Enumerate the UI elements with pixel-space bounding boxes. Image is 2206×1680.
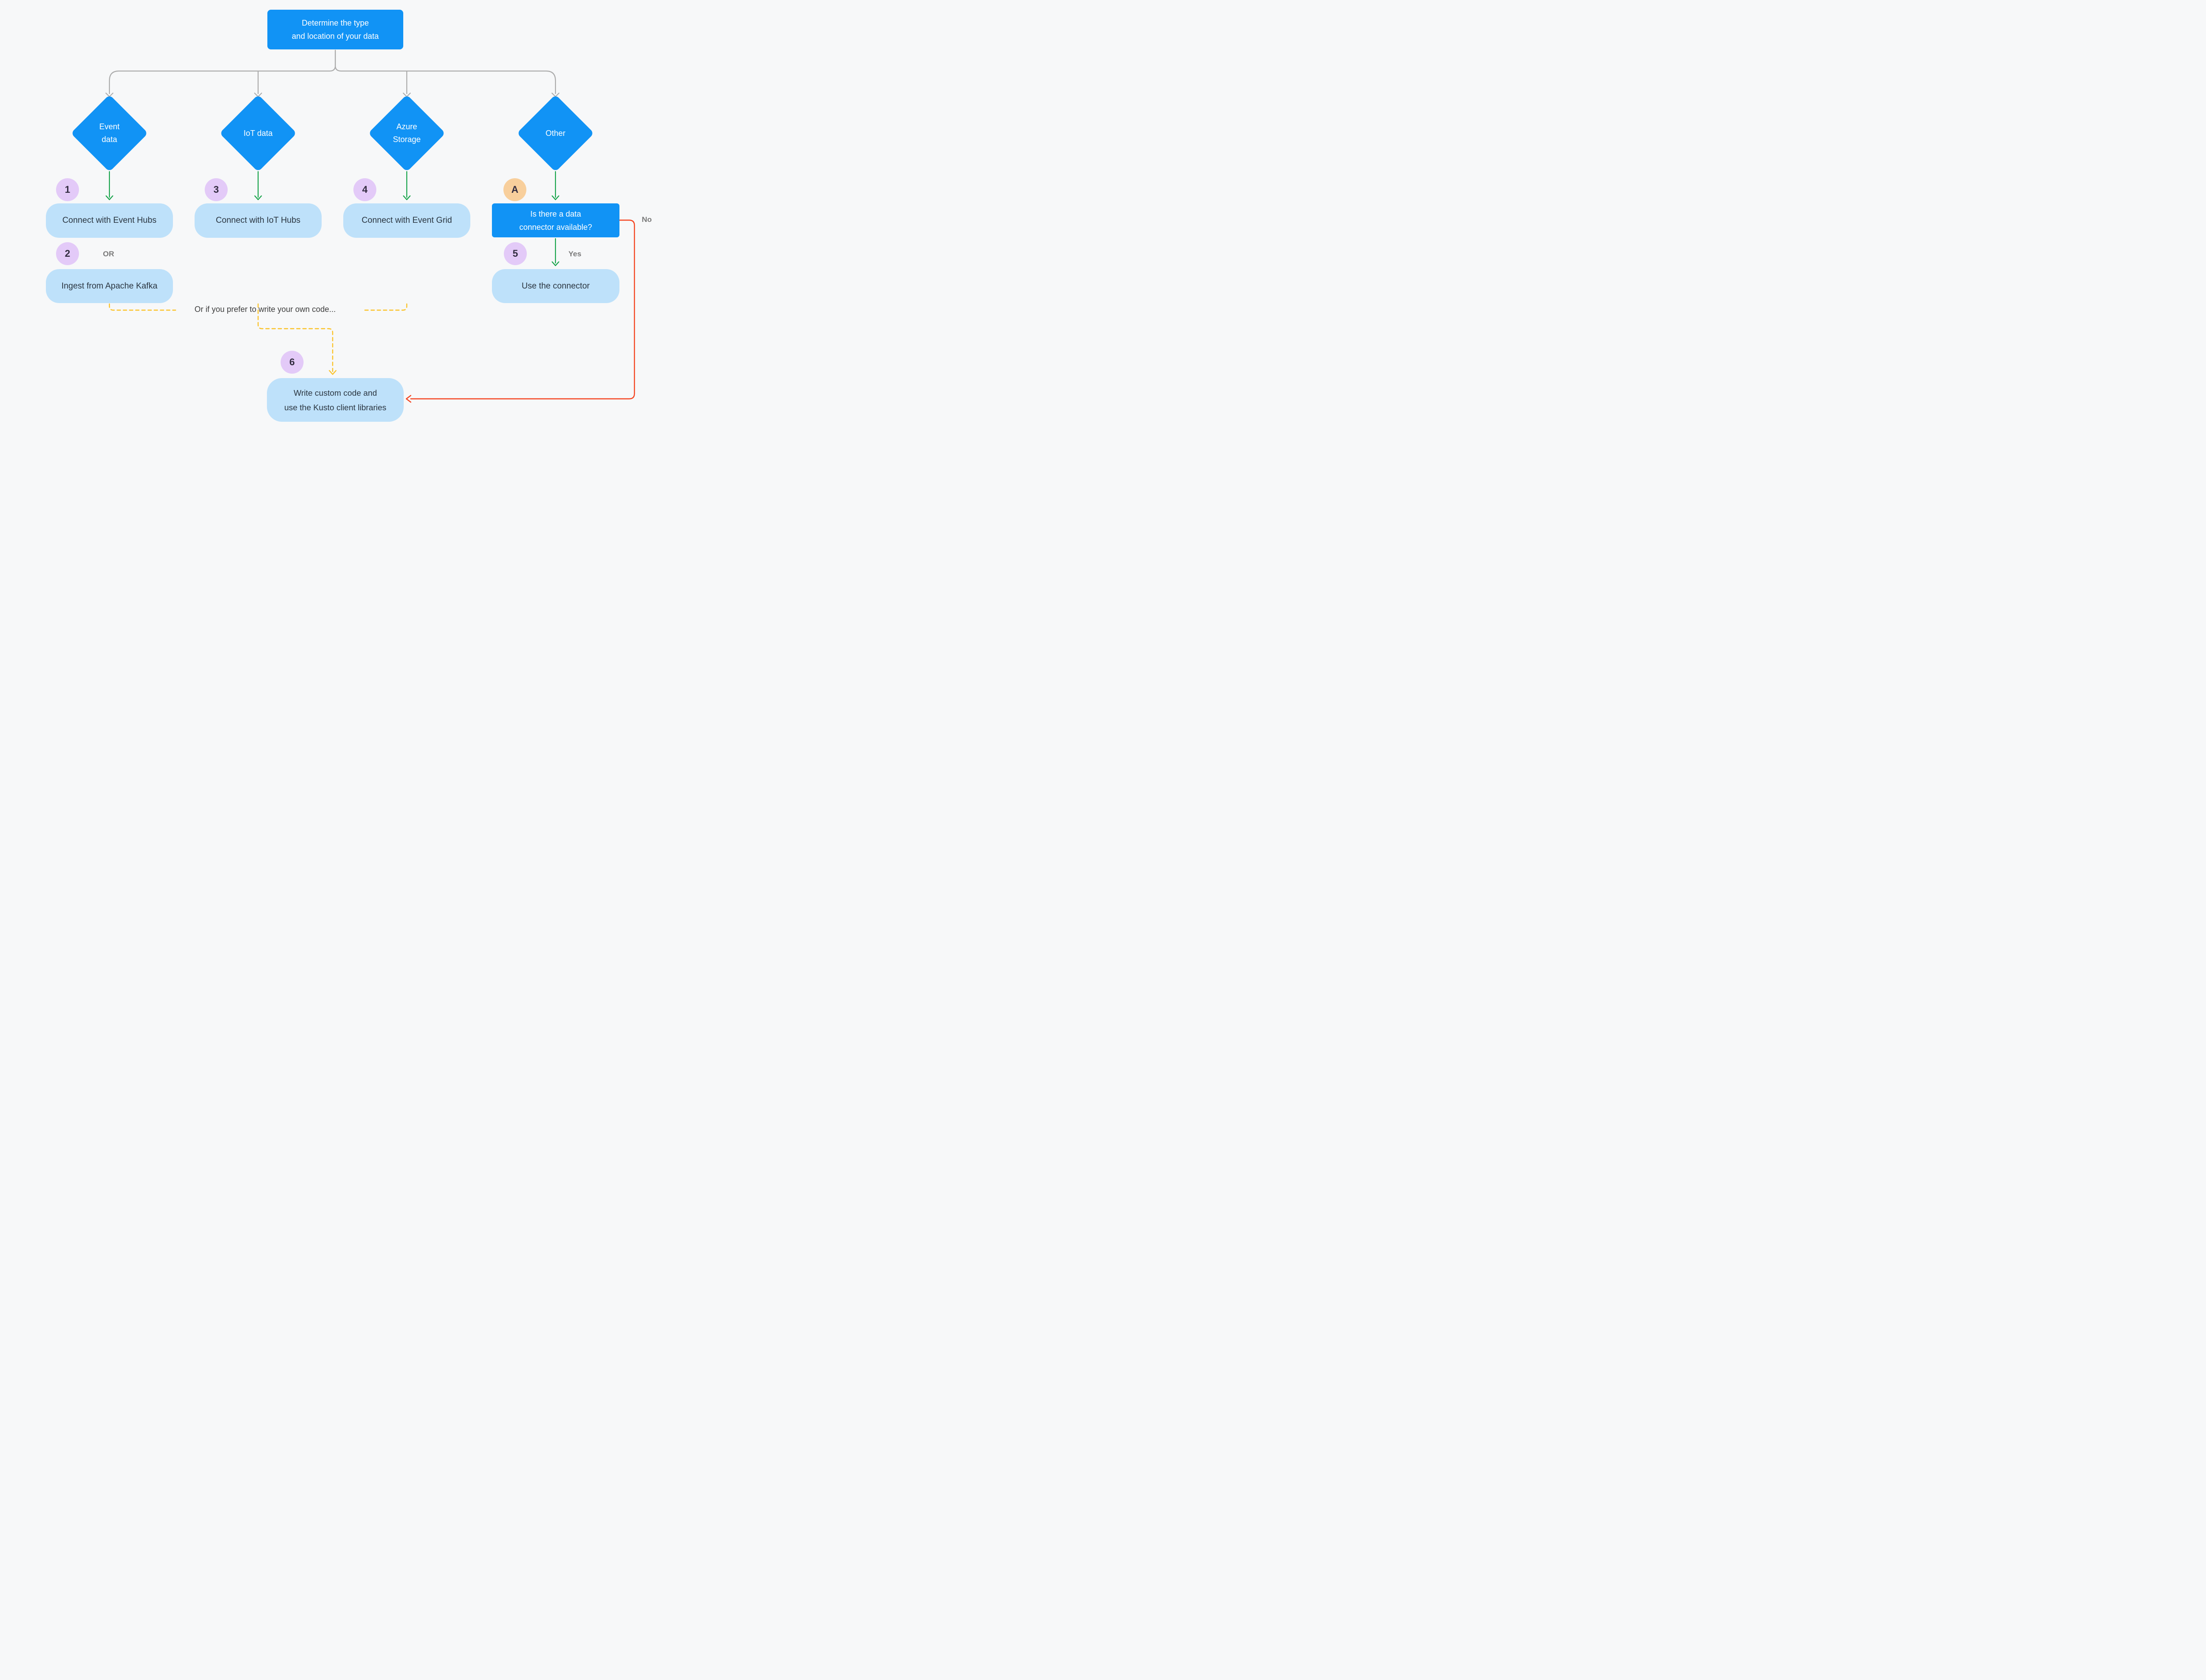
badge-text: 6 [289, 356, 295, 368]
node-connect-iot-hubs: Connect with IoT Hubs [195, 203, 322, 238]
edge-label-yes: Yes [568, 250, 582, 258]
arrowhead-yellow-icon [329, 370, 337, 375]
diamond-label: Event data [71, 94, 148, 172]
node-text: Other [545, 128, 566, 138]
node-write-custom-code: Write custom code and use the Kusto clie… [267, 378, 404, 422]
arrowhead-green-icon [552, 195, 559, 200]
node-connect-event-grid: Connect with Event Grid [343, 203, 470, 238]
step-badge-4: 4 [353, 178, 376, 201]
badge-text: 2 [64, 248, 71, 259]
connector-lines-layer [105, 49, 635, 403]
step-badge-5: 5 [504, 242, 527, 265]
arrowhead-green-icon [552, 261, 559, 266]
step-badge-2: 2 [56, 242, 79, 265]
node-text: connector available? [519, 222, 593, 232]
node-text: Storage [393, 135, 421, 144]
node-text: Is there a data [530, 209, 582, 218]
node-ingest-apache-kafka: Ingest from Apache Kafka [46, 269, 173, 303]
step-badge-1: 1 [56, 178, 79, 201]
badge-text: 1 [64, 184, 71, 195]
decision-other: Other [517, 94, 594, 172]
node-determine-type-location: Determine the type and location of your … [267, 10, 403, 49]
decision-azure-storage: Azure Storage [368, 94, 446, 172]
node-text: Determine the type [301, 19, 369, 27]
node-text: Connect with Event Grid [361, 216, 452, 225]
node-text: Connect with Event Hubs [62, 216, 157, 225]
arrowhead-green-icon [403, 195, 411, 200]
arrowhead-green-icon [105, 195, 113, 200]
edge-no-red [405, 219, 635, 403]
node-text: IoT data [244, 128, 273, 138]
flowchart-canvas: Determine the type and location of your … [0, 0, 692, 433]
step-badge-3: 3 [205, 178, 228, 201]
own-code-note: Or if you prefer to write your own code.… [194, 305, 336, 314]
node-text: Connect with IoT Hubs [216, 216, 300, 225]
node-text: Azure [396, 122, 417, 131]
edge-own-code-yellow [109, 303, 408, 375]
step-badge-6: 6 [281, 351, 304, 374]
diamond-label: Other [517, 94, 594, 172]
decision-iot-data: IoT data [219, 94, 297, 172]
step-badge-A: A [503, 178, 526, 201]
arrowhead-red-icon [405, 395, 412, 403]
node-connect-event-hubs: Connect with Event Hubs [46, 203, 173, 238]
diamond-label: Azure Storage [368, 94, 446, 172]
node-text: and location of your data [292, 32, 379, 41]
badge-text: 5 [512, 248, 518, 259]
node-use-the-connector: Use the connector [492, 269, 619, 303]
node-text: Use the connector [521, 281, 590, 291]
node-text: Event [99, 122, 120, 131]
node-text: data [101, 135, 117, 144]
node-text: Ingest from Apache Kafka [61, 281, 158, 291]
edge-root-to-diamonds [105, 49, 559, 97]
badge-text: A [511, 184, 518, 195]
node-text: Write custom code and [293, 388, 377, 398]
edge-label-or: OR [103, 250, 114, 258]
edge-label-no: No [642, 215, 652, 224]
node-text: use the Kusto client libraries [284, 402, 386, 412]
badge-text: 3 [213, 184, 219, 195]
node-data-connector-question: Is there a data connector available? [492, 203, 619, 237]
diamond-label: IoT data [219, 94, 297, 172]
decision-event-data: Event data [71, 94, 148, 172]
badge-text: 4 [362, 184, 368, 195]
arrowhead-green-icon [254, 195, 262, 200]
edge-diamonds-to-boxes-green [105, 171, 559, 266]
